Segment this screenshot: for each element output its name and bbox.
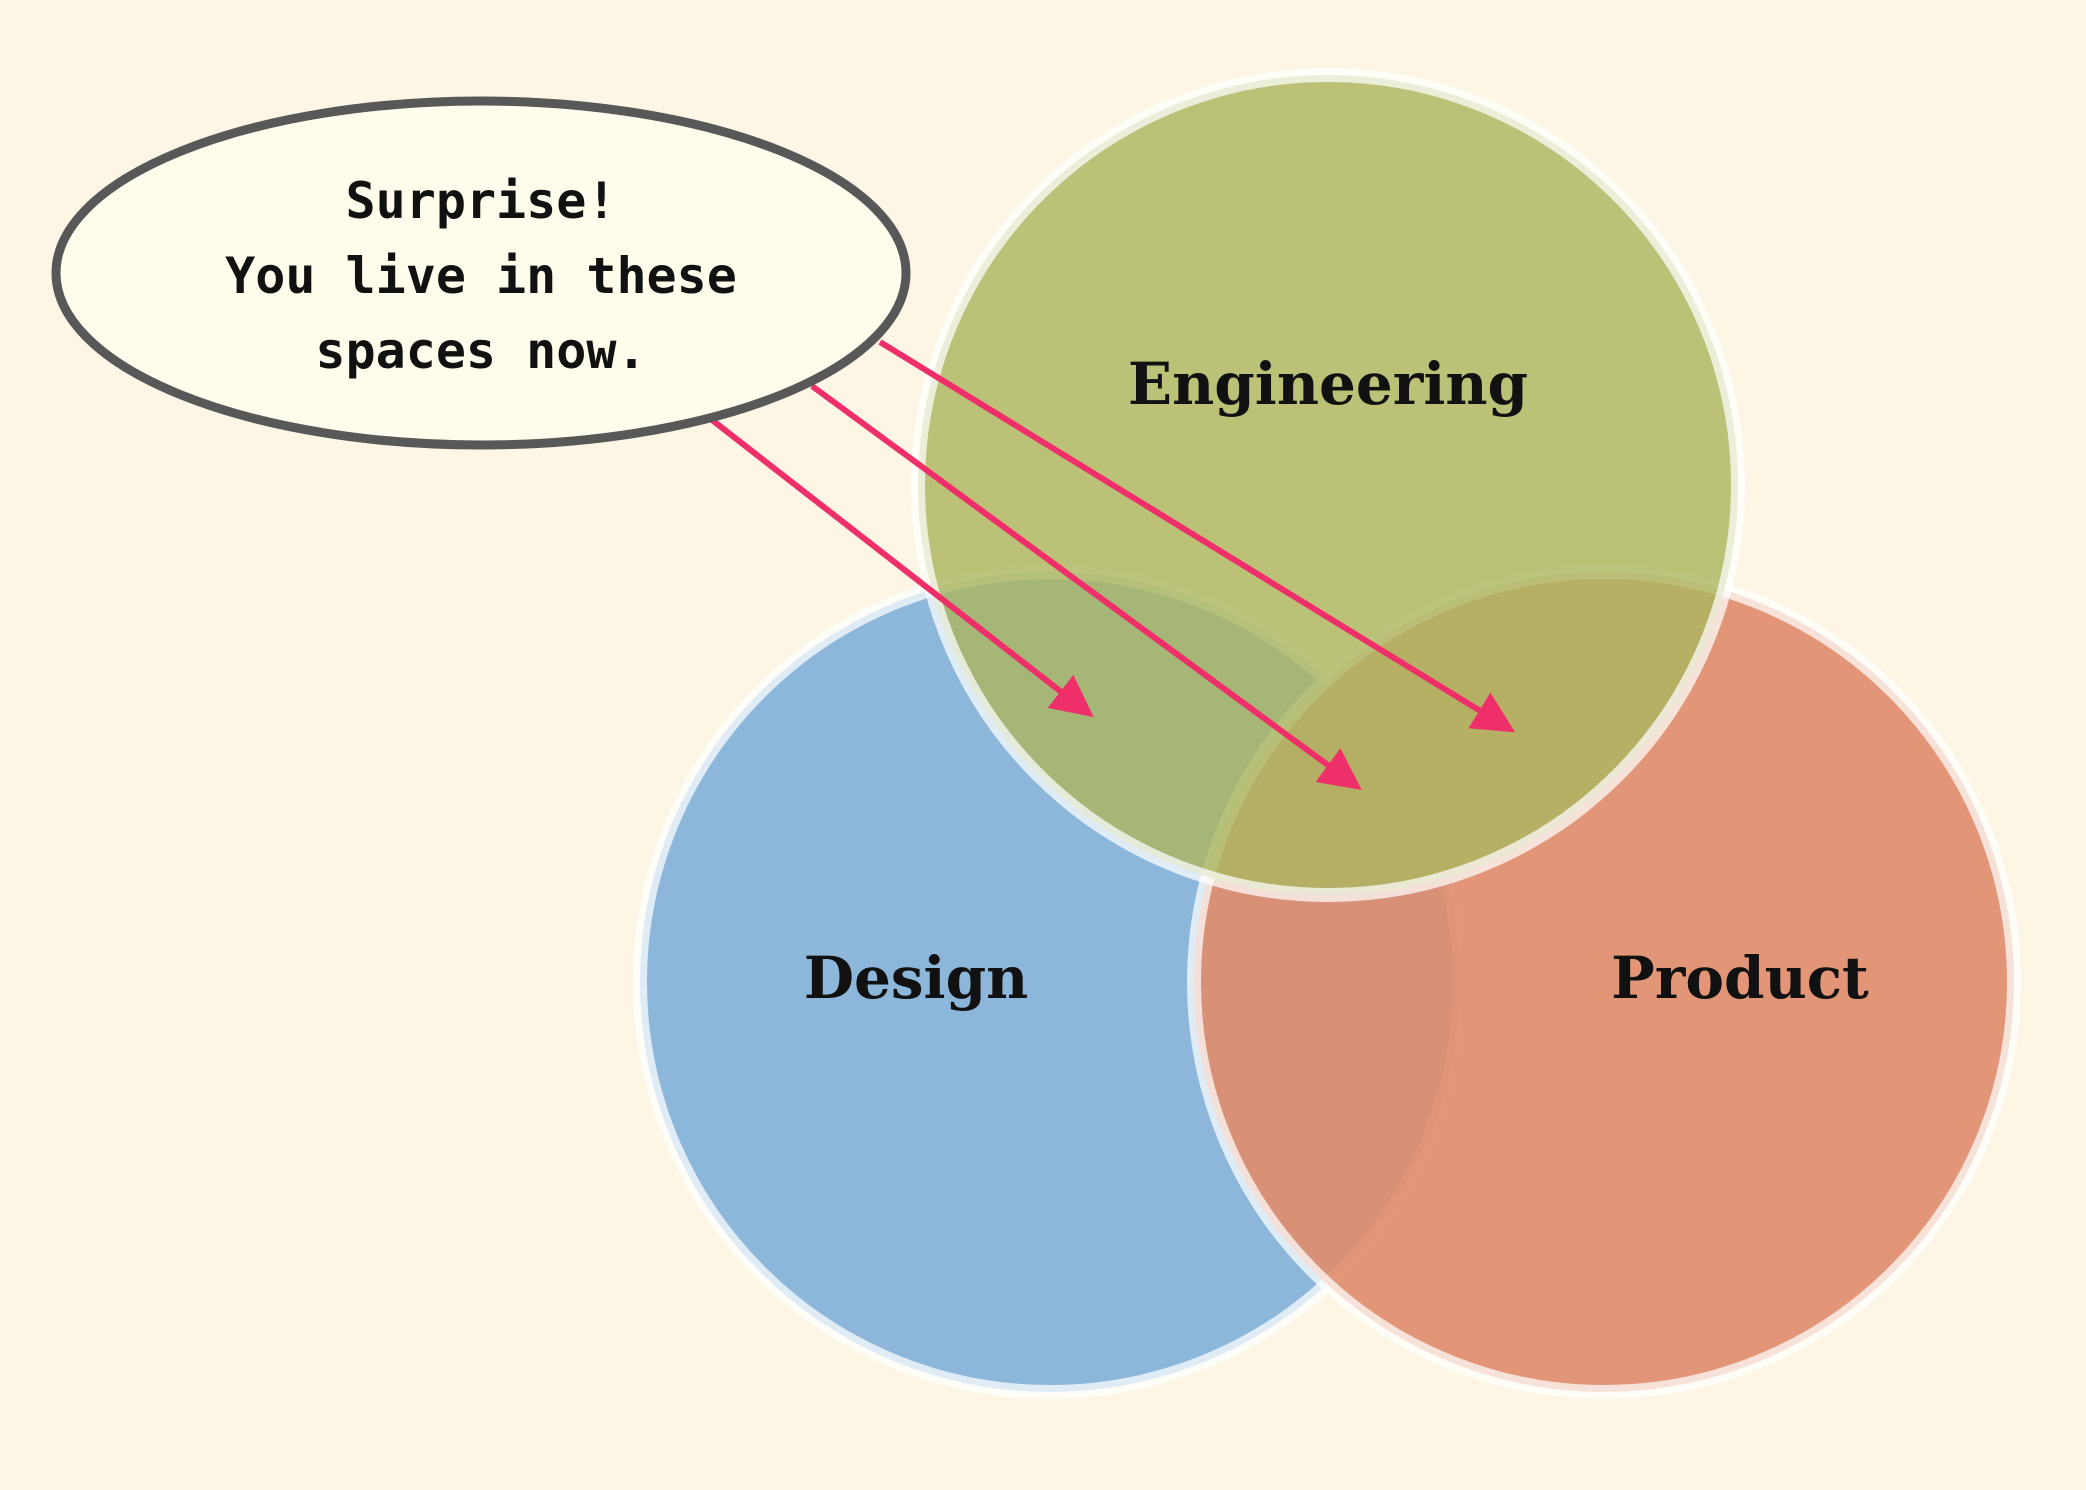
callout-line-1: Surprise! — [346, 172, 617, 230]
callout-line-2: You live in these — [225, 247, 737, 305]
engineering-label: Engineering — [1128, 350, 1528, 418]
arrow-to-center — [810, 383, 1362, 790]
arrow-to-design-engineering — [710, 417, 1094, 718]
design-label: Design — [804, 944, 1029, 1012]
engineering-circle — [911, 68, 1745, 902]
arrow-to-engineering-product — [878, 339, 1516, 733]
callout-line-3: spaces now. — [315, 322, 646, 380]
product-label: Product — [1611, 944, 1869, 1012]
callout-bubble — [51, 96, 911, 450]
